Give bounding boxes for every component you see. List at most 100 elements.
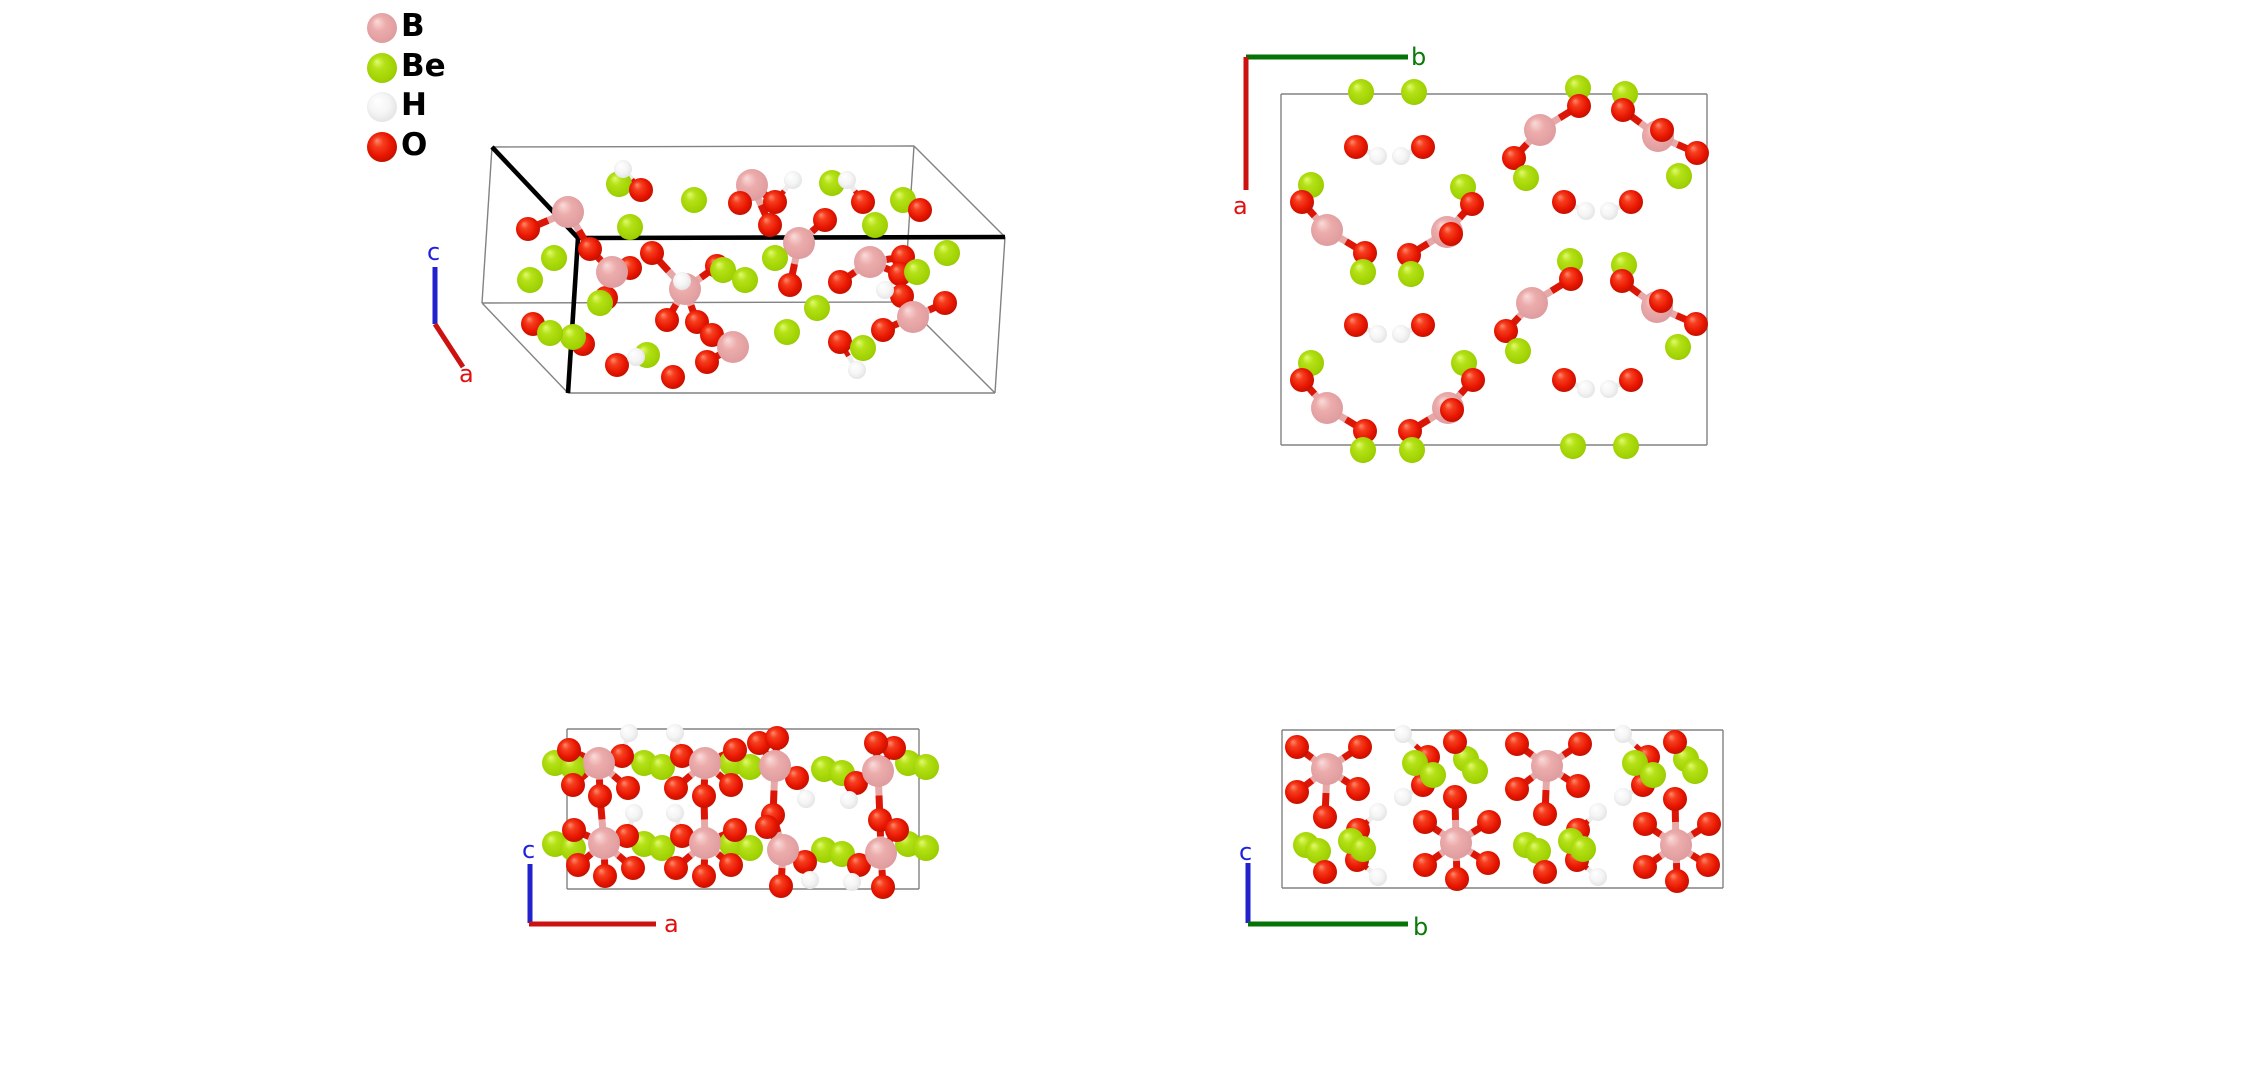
- Be-atom: [934, 240, 960, 266]
- cell-axis-edge: [565, 237, 581, 394]
- O-atom: [1290, 190, 1314, 214]
- O-atom: [1619, 190, 1643, 214]
- O-atom: [1505, 732, 1529, 756]
- O-atom: [1460, 192, 1484, 216]
- Be-atom: [804, 295, 830, 321]
- O-atom: [1611, 98, 1635, 122]
- Be-atom: [649, 754, 675, 780]
- H-atom: [784, 171, 802, 189]
- O-atom: [719, 773, 743, 797]
- O-atom: [562, 818, 586, 842]
- O-atom: [933, 291, 957, 315]
- H-atom: [1577, 380, 1595, 398]
- O-atom: [1476, 851, 1500, 875]
- O-atom: [1313, 805, 1337, 829]
- cell-edge: [994, 236, 1006, 394]
- axis-label-a-along-c: a: [1233, 192, 1248, 220]
- axis-label-c-along-a: c: [1239, 838, 1253, 866]
- O-atom: [670, 824, 694, 848]
- O-atom: [763, 190, 787, 214]
- Be-atom: [1682, 758, 1708, 784]
- Be-atom: [1462, 758, 1488, 784]
- Be-atom: [681, 187, 707, 213]
- O-atom: [778, 273, 802, 297]
- O-atom: [1633, 812, 1657, 836]
- H-atom: [801, 871, 819, 889]
- Be-atom: [649, 835, 675, 861]
- Be-atom: [1398, 261, 1424, 287]
- Be-atom: [1305, 838, 1331, 864]
- O-atom: [1568, 732, 1592, 756]
- Be-atom: [850, 335, 876, 361]
- O-atom: [1684, 312, 1708, 336]
- O-atom: [1397, 243, 1421, 267]
- O-atom: [871, 318, 895, 342]
- B-atom: [1524, 114, 1556, 146]
- H-atom: [1614, 788, 1632, 806]
- O-atom: [588, 784, 612, 808]
- O-atom: [1353, 241, 1377, 265]
- O-atom: [1445, 867, 1469, 891]
- O-atom: [828, 270, 852, 294]
- Be-atom: [904, 259, 930, 285]
- O-atom: [664, 856, 688, 880]
- H-atom: [627, 348, 645, 366]
- O-atom: [561, 773, 585, 797]
- O-atom: [616, 776, 640, 800]
- O-atom: [851, 190, 875, 214]
- H-atom: [1392, 147, 1410, 165]
- Be-atom: [737, 835, 763, 861]
- B-atom: [1311, 753, 1343, 785]
- Be-atom: [1350, 437, 1376, 463]
- H-atom: [666, 804, 684, 822]
- H-atom: [620, 724, 638, 742]
- H-atom: [1394, 788, 1412, 806]
- cell-edge: [913, 145, 1006, 238]
- B-atom: [767, 834, 799, 866]
- B-atom: [552, 196, 584, 228]
- B-atom: [1311, 392, 1343, 424]
- O-atom: [566, 853, 590, 877]
- O-atom: [1411, 313, 1435, 337]
- O-atom: [1552, 190, 1576, 214]
- H-atom: [1600, 380, 1618, 398]
- O-atom: [1344, 313, 1368, 337]
- B-atom: [865, 837, 897, 869]
- O-atom: [1665, 869, 1689, 893]
- B-atom: [1660, 829, 1692, 861]
- axis-label-b-along-a: b: [1413, 913, 1429, 941]
- O-atom: [1494, 319, 1518, 343]
- Be-atom: [617, 214, 643, 240]
- O-atom: [695, 350, 719, 374]
- H-atom: [614, 160, 632, 178]
- O-atom: [1313, 860, 1337, 884]
- O-atom: [723, 738, 747, 762]
- O-atom: [765, 726, 789, 750]
- H-atom: [848, 361, 866, 379]
- O-atom: [885, 818, 909, 842]
- O-atom: [593, 864, 617, 888]
- cell-edge: [491, 145, 915, 148]
- O-atom: [629, 178, 653, 202]
- Be-atom: [1420, 762, 1446, 788]
- Be-atom: [762, 245, 788, 271]
- O-atom: [1443, 730, 1467, 754]
- O-atom: [516, 217, 540, 241]
- O-atom: [1344, 135, 1368, 159]
- O-atom: [670, 744, 694, 768]
- O-atom: [1413, 853, 1437, 877]
- O-atom: [1552, 368, 1576, 392]
- O-atom: [728, 191, 752, 215]
- B-atom: [689, 747, 721, 779]
- O-atom: [1440, 398, 1464, 422]
- O-atom: [610, 744, 634, 768]
- O-atom: [700, 323, 724, 347]
- O-atom: [1533, 802, 1557, 826]
- O-atom: [1650, 118, 1674, 142]
- B-atom: [583, 747, 615, 779]
- B-atom: [783, 227, 815, 259]
- O-atom: [1285, 780, 1309, 804]
- Be-atom: [1348, 79, 1374, 105]
